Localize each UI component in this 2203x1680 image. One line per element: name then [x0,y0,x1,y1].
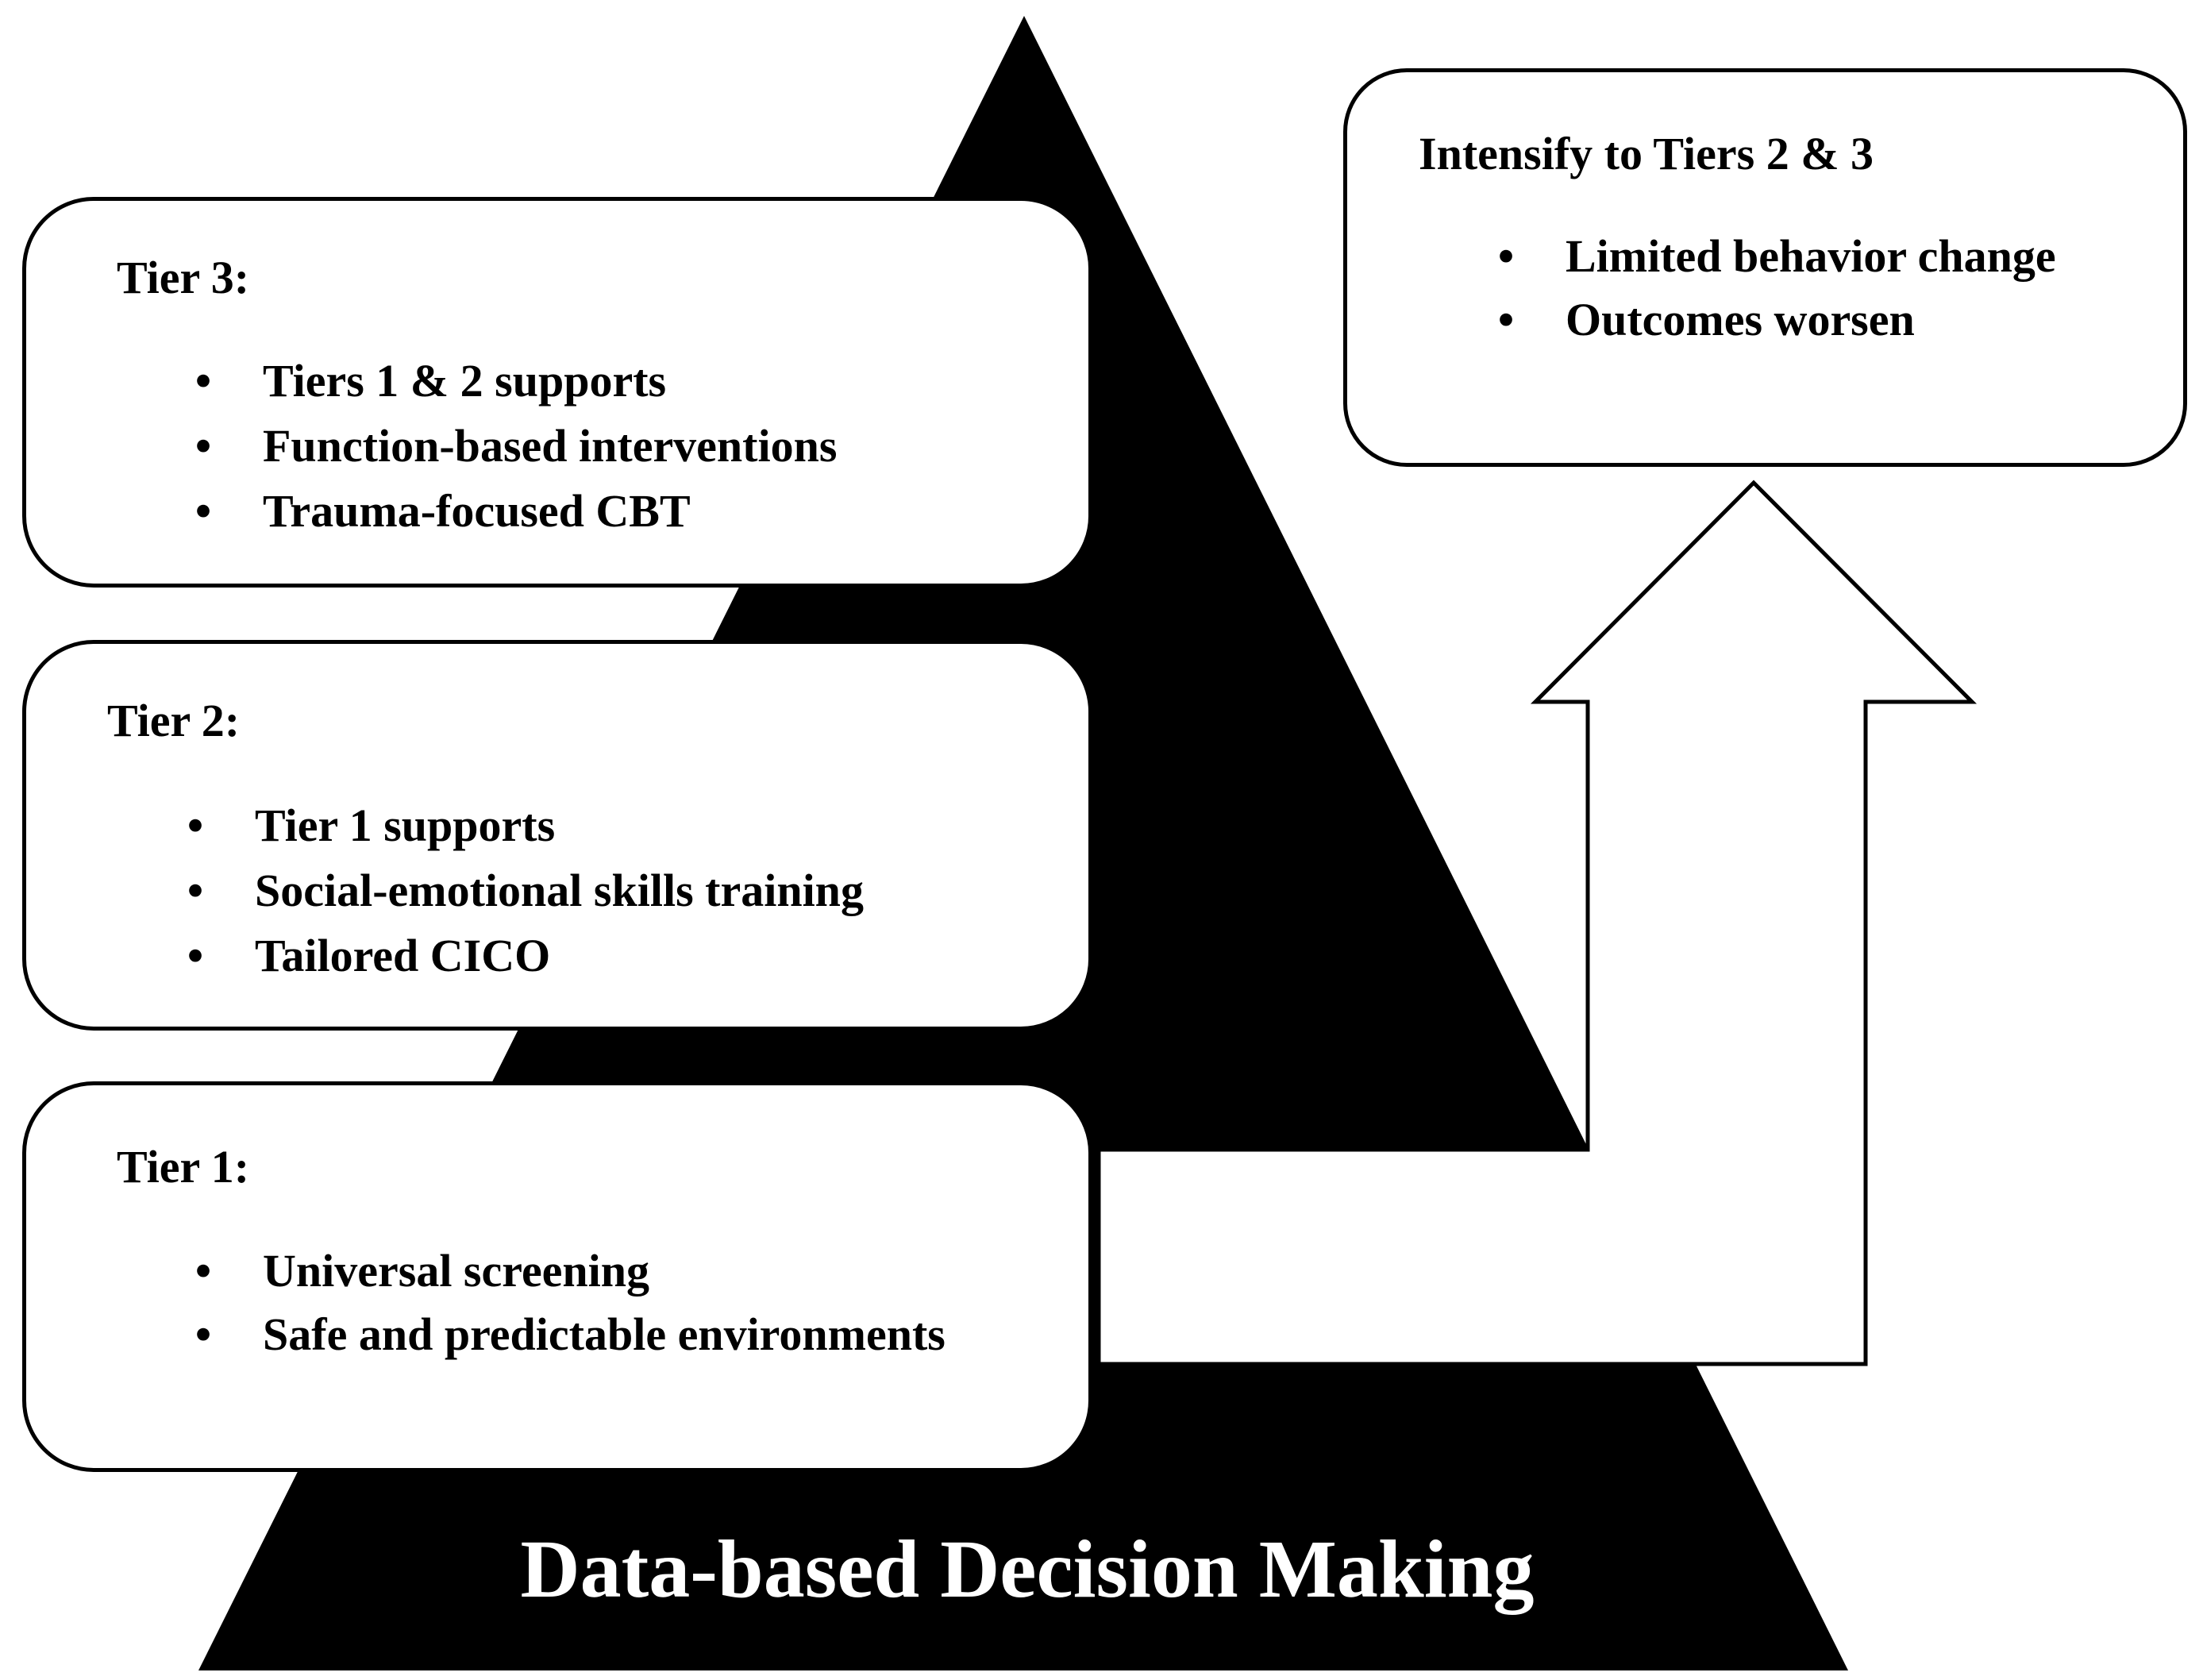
tier-1-title: Tier 1: [117,1141,250,1193]
intensify-item-1: • Limited behavior change [1490,225,2141,288]
tier-1-item-2: • Safe and predictable environments [187,1303,981,1366]
bullet-icon: • [1497,230,1515,282]
tier-3-item-2-text: Function-based interventions [263,420,838,472]
tier-2-item-3-text: Tailored CICO [255,930,551,981]
intensify-item-1-text: Limited behavior change [1566,230,2056,282]
tier-2-item-2-text: Social-emotional skills training [255,865,864,916]
intensify-title: Intensify to Tiers 2 & 3 [1419,128,1874,179]
tier-2-item-3: • Tailored CICO [179,923,1069,988]
tier-3-item-1-text: Tiers 1 & 2 supports [263,355,667,407]
tier-1-item-2-text: Safe and predictable environments [263,1308,946,1360]
bullet-icon: • [1497,294,1515,345]
tier-2-list: • Tier 1 supports • Social-emotional skill… [179,793,1069,988]
tier-3-item-2: • Function-based interventions [187,414,1061,479]
tier-3-title: Tier 3: [117,252,250,303]
intensify-list: • Limited behavior change • Outcomes worse… [1490,225,2141,352]
tier-2-item-2: • Social-emotional skills training [179,858,1069,923]
tier-3-box: Tier 3: • Tiers 1 & 2 supports • Function-… [22,197,1092,588]
tier-1-item-1: • Universal screening [187,1239,981,1303]
tier-3-list: • Tiers 1 & 2 supports • Function-based in… [187,349,1061,544]
tier-3-item-3: • Trauma-focused CBT [187,479,1061,544]
intensify-item-2: • Outcomes worsen [1490,288,2141,352]
tier-2-item-1: • Tier 1 supports [179,793,1069,858]
tier-1-item-1-text: Universal screening [263,1245,650,1297]
tier-3-item-1: • Tiers 1 & 2 supports [187,349,1061,414]
intensify-arrow [1096,480,1978,1366]
tier-2-title: Tier 2: [107,695,241,746]
bullet-icon: • [194,1308,212,1360]
tier-1-box: Tier 1: • Universal screening • Safe and p… [22,1081,1092,1472]
intensify-item-2-text: Outcomes worsen [1566,294,1915,345]
bullet-icon: • [187,930,204,981]
bullet-icon: • [187,865,204,916]
bullet-icon: • [194,485,212,537]
bullet-icon: • [194,355,212,407]
tier-2-item-1-text: Tier 1 supports [255,800,556,851]
tier-1-list: • Universal screening • Safe and predictab… [187,1239,981,1366]
tier-3-item-3-text: Trauma-focused CBT [263,485,691,537]
bullet-icon: • [194,1245,212,1297]
tier-2-box: Tier 2: • Tier 1 supports • Social-emotion… [22,640,1092,1031]
footer-label: Data-based Decision Making [520,1524,1535,1615]
bullet-icon: • [187,800,204,851]
bullet-icon: • [194,420,212,472]
intensify-box: Intensify to Tiers 2 & 3 • Limited behavi… [1343,68,2187,467]
